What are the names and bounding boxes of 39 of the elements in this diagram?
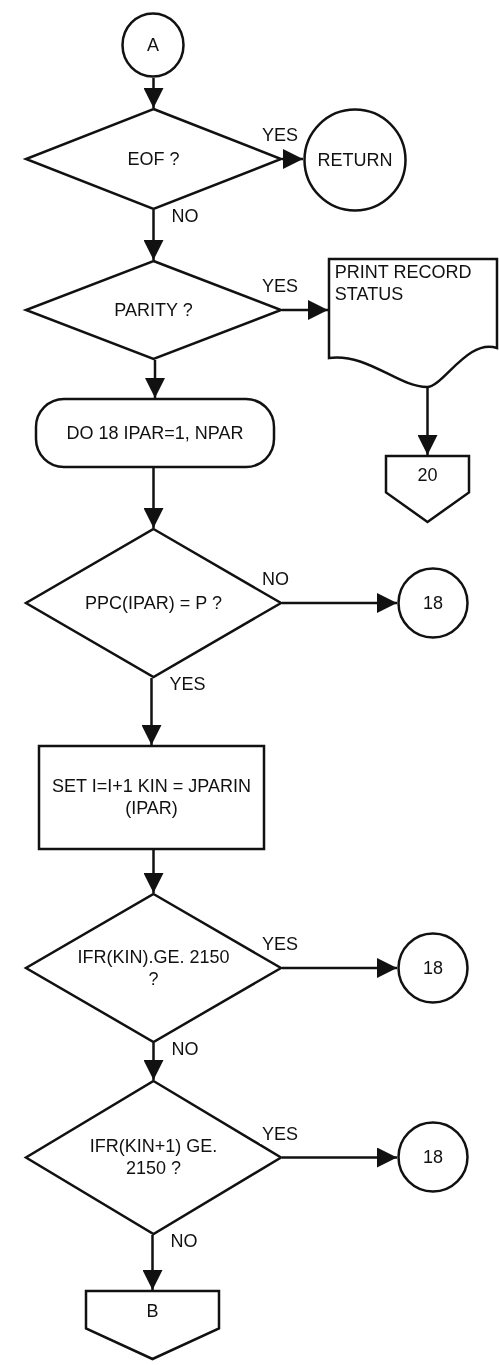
connector-circle [397, 567, 469, 639]
terminal-shape [35, 398, 275, 468]
node-label: 18 [422, 1146, 443, 1168]
node-label: SET I=I+1 KIN = JPARIN (IPAR) [51, 775, 252, 820]
flow-arrow [282, 958, 397, 978]
flow-arrow [143, 468, 164, 528]
flow-arrow [282, 593, 397, 613]
node-label: IFR(KIN+1) GE. 2150 ? [88, 1135, 219, 1180]
node-label: A [146, 34, 159, 56]
node-label: RETURN [317, 149, 393, 171]
flow-arrow [143, 850, 164, 893]
offpage-connector [385, 455, 470, 523]
node-label: PARITY ? [114, 299, 193, 321]
node-label: 20 [417, 464, 438, 487]
flow-arrow [282, 300, 328, 320]
offpage-connector [85, 1290, 220, 1360]
flow-arrow [141, 678, 162, 745]
node-label: 18 [422, 592, 443, 614]
flow-arrow [145, 360, 165, 398]
flow-arrow [143, 1043, 164, 1080]
connector-circle [397, 1121, 469, 1193]
flow-arrow [142, 1235, 163, 1290]
node-label: PRINT RECORD STATUS [334, 260, 473, 305]
node-label: PPC(IPAR) = P ? [85, 592, 222, 614]
flow-arrow [417, 388, 438, 455]
node-label: B [146, 1300, 159, 1322]
connector-circle [121, 12, 185, 78]
node-label: 18 [422, 957, 443, 979]
node-label: IFR(KIN).GE. 2150 ? [76, 946, 231, 990]
connector-circle [303, 108, 407, 212]
process-box [38, 745, 265, 850]
flow-arrow [282, 1147, 397, 1168]
flow-arrow [143, 210, 164, 260]
connector-circle [397, 932, 469, 1004]
flow-arrow [143, 78, 164, 108]
node-label: DO 18 IPAR=1, NPAR [66, 422, 244, 444]
node-label: EOF ? [127, 148, 180, 170]
flow-arrow [282, 149, 303, 169]
document-shape [328, 258, 498, 388]
